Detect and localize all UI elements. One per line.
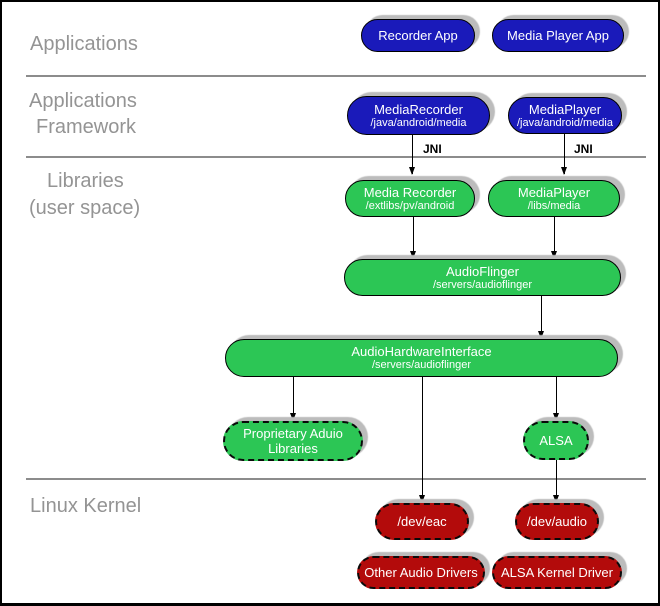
node-title: ALSA	[539, 433, 573, 448]
arrow-ahi-to-alsa	[553, 377, 559, 421]
node-media-player-lib: MediaPlayer /libs/media	[488, 180, 620, 217]
arrow-ahi-to-dev-eac	[419, 377, 425, 503]
node-recorder-app: Recorder App	[361, 19, 475, 52]
node-media-player-framework: MediaPlayer /java/android/media	[508, 97, 622, 134]
node-title: Media Recorder	[363, 184, 457, 200]
node-proprietary-audio-libraries: Proprietary Aduio Libraries	[223, 421, 363, 461]
divider-libraries-kernel	[26, 478, 646, 480]
node-alsa-kernel-driver: ALSA Kernel Driver	[492, 556, 622, 589]
node-title: /dev/audio	[527, 514, 587, 529]
layer-label-linux-kernel: Linux Kernel	[30, 495, 142, 517]
divider-framework-libraries	[26, 156, 646, 158]
layer-label-libraries-line1: Libraries	[47, 170, 124, 192]
arrow-audioflinger-to-ahi	[538, 296, 544, 339]
node-path: /libs/media	[527, 199, 581, 212]
arrow-mediaplayer-to-audioflinger	[551, 217, 557, 259]
node-audio-flinger: AudioFlinger /servers/audioflinger	[344, 259, 621, 296]
arrow-alsa-to-dev-audio	[553, 460, 559, 503]
node-path: /extlibs/pv/android	[365, 199, 455, 212]
node-path: /servers/audioflinger	[432, 278, 533, 291]
node-title: ALSA Kernel Driver	[501, 565, 613, 580]
arrow-jni-left	[409, 135, 415, 175]
node-title: AudioFlinger	[446, 263, 519, 279]
node-audio-hardware-interface: AudioHardwareInterface /servers/audiofli…	[225, 339, 618, 377]
node-title: Other Audio Drivers	[364, 565, 478, 580]
node-path: /servers/audioflinger	[371, 359, 472, 371]
node-media-recorder-framework: MediaRecorder /java/android/media	[347, 96, 490, 135]
divider-applications-framework	[26, 75, 646, 77]
node-other-audio-drivers: Other Audio Drivers	[357, 556, 485, 589]
node-path: /java/android/media	[370, 116, 467, 129]
layer-label-framework-line2: Framework	[36, 116, 137, 138]
node-title: Proprietary Aduio Libraries	[243, 426, 343, 456]
node-title: Media Player App	[507, 28, 609, 43]
node-media-player-app: Media Player App	[492, 19, 624, 52]
node-title: /dev/eac	[397, 514, 447, 529]
node-title: Recorder App	[378, 28, 458, 43]
layer-label-framework-line1: Applications	[29, 90, 137, 112]
node-title: MediaPlayer	[528, 101, 602, 117]
node-alsa: ALSA	[523, 421, 589, 460]
arrow-jni-right	[561, 134, 567, 175]
jni-label-left: JNI	[423, 142, 442, 156]
node-title: AudioHardwareInterface	[351, 344, 492, 359]
layer-label-applications: Applications	[30, 33, 138, 55]
arrow-ahi-to-proprietary	[290, 377, 296, 421]
arrow-mediarecorder-to-audioflinger	[410, 217, 416, 259]
node-title: MediaPlayer	[517, 184, 591, 200]
layer-label-libraries-line2: (user space)	[29, 197, 141, 219]
node-dev-audio: /dev/audio	[515, 503, 599, 540]
node-title: MediaRecorder	[374, 101, 463, 117]
node-media-recorder-lib: Media Recorder /extlibs/pv/android	[345, 180, 475, 217]
jni-label-right: JNI	[574, 142, 593, 156]
node-dev-eac: /dev/eac	[375, 503, 469, 540]
node-path: /java/android/media	[516, 116, 613, 129]
